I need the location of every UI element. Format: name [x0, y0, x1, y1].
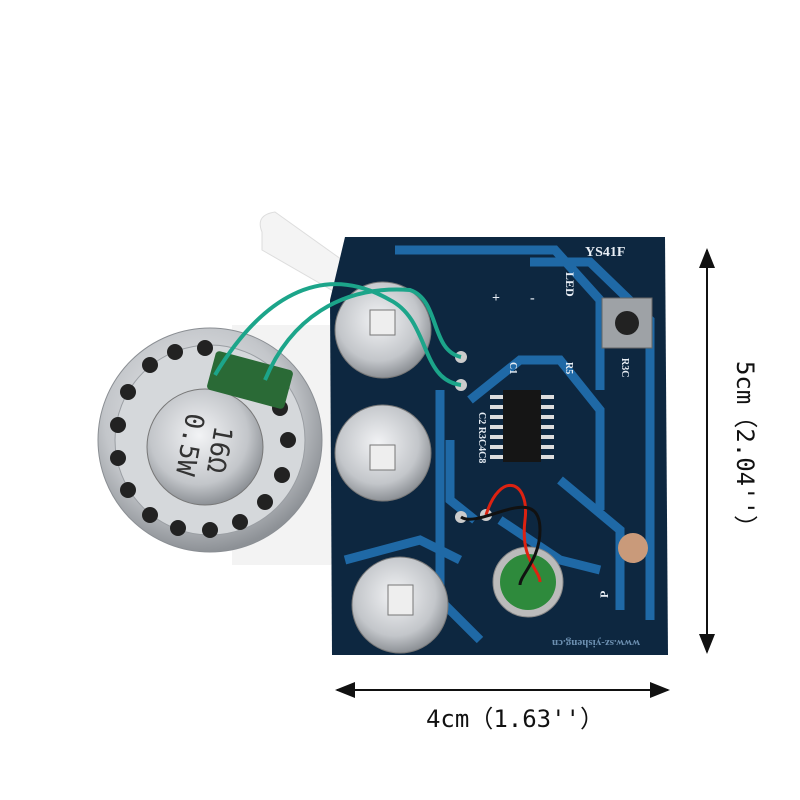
r5-label: R5 [563, 362, 574, 374]
photo-label: P [597, 591, 611, 598]
battery-holders [334, 281, 449, 654]
website-label: www.sz-yisheng.cn [552, 637, 640, 649]
pcb-board: YS41F LED R5 R3C C1 C2 R3C4C8 P + - www.… [213, 237, 668, 655]
width-label: 4cm（1.63''） [426, 705, 604, 733]
cap-row-label: C2 R3C4C8 [476, 412, 487, 463]
speaker: 16Ω 0.5W [97, 327, 323, 553]
traces [343, 245, 655, 644]
green-wire [213, 282, 462, 387]
red-wire [484, 483, 542, 583]
led-label: LED [563, 272, 577, 297]
plastic-tab [259, 211, 346, 293]
speaker-holes [110, 340, 296, 538]
black-wire [460, 505, 542, 586]
board-model: YS41F [585, 245, 625, 260]
plus-label: + [492, 291, 500, 306]
r3c-label: R3C [619, 358, 630, 377]
height-label: 5cm（2.04''） [731, 361, 759, 539]
ic-chip [503, 390, 541, 462]
minus-label: - [530, 291, 535, 306]
photoresistor [618, 533, 648, 563]
c1-label: C1 [507, 362, 518, 374]
push-button [601, 297, 653, 349]
